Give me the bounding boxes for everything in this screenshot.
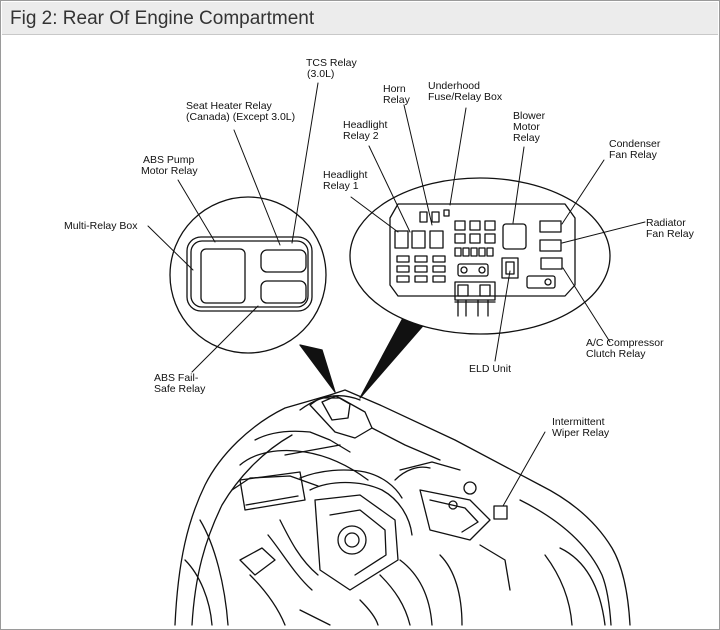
label-abs-pump-motor-relay: ABS Pump Motor Relay [141,154,198,177]
label-abs-fail-safe-relay: ABS Fail- Safe Relay [154,372,206,395]
label-condenser-fan-relay: Condenser Fan Relay [609,138,663,161]
leader-lines [147,82,646,507]
car-body [174,389,631,626]
label-radiator-fan-relay: Radiator Fan Relay [646,217,695,240]
label-eld-unit: ELD Unit [469,363,511,375]
label-blower-motor-relay: Blower Motor Relay [513,110,548,144]
label-multi-relay-box: Multi-Relay Box [64,220,138,232]
figure-header: Fig 2: Rear Of Engine Compartment [2,2,718,35]
figure-title: Fig 2: Rear Of Engine Compartment [10,8,315,29]
multi-relay-box-inset [169,196,327,354]
label-intermittent-wiper-relay: Intermittent Wiper Relay [552,416,610,439]
callout-pointer-right [359,317,429,399]
label-tcs-relay: TCS Relay (3.0L) [306,57,360,80]
label-ac-compressor-clutch-relay: A/C Compressor Clutch Relay [586,337,667,360]
underhood-fuse-box-inset [349,177,611,335]
engine-block [231,430,511,626]
label-seat-heater-relay: Seat Heater Relay (Canada) (Except 3.0L) [186,100,295,123]
callout-pointer-left [299,344,336,393]
label-horn-relay: Horn Relay [383,83,411,106]
label-underhood-fuse-relay-box: Underhood Fuse/Relay Box [428,80,503,103]
intermittent-wiper-relay-unit [493,505,508,520]
label-headlight-relay-2: Headlight Relay 2 [343,119,390,142]
label-headlight-relay-1: Headlight Relay 1 [323,169,370,192]
